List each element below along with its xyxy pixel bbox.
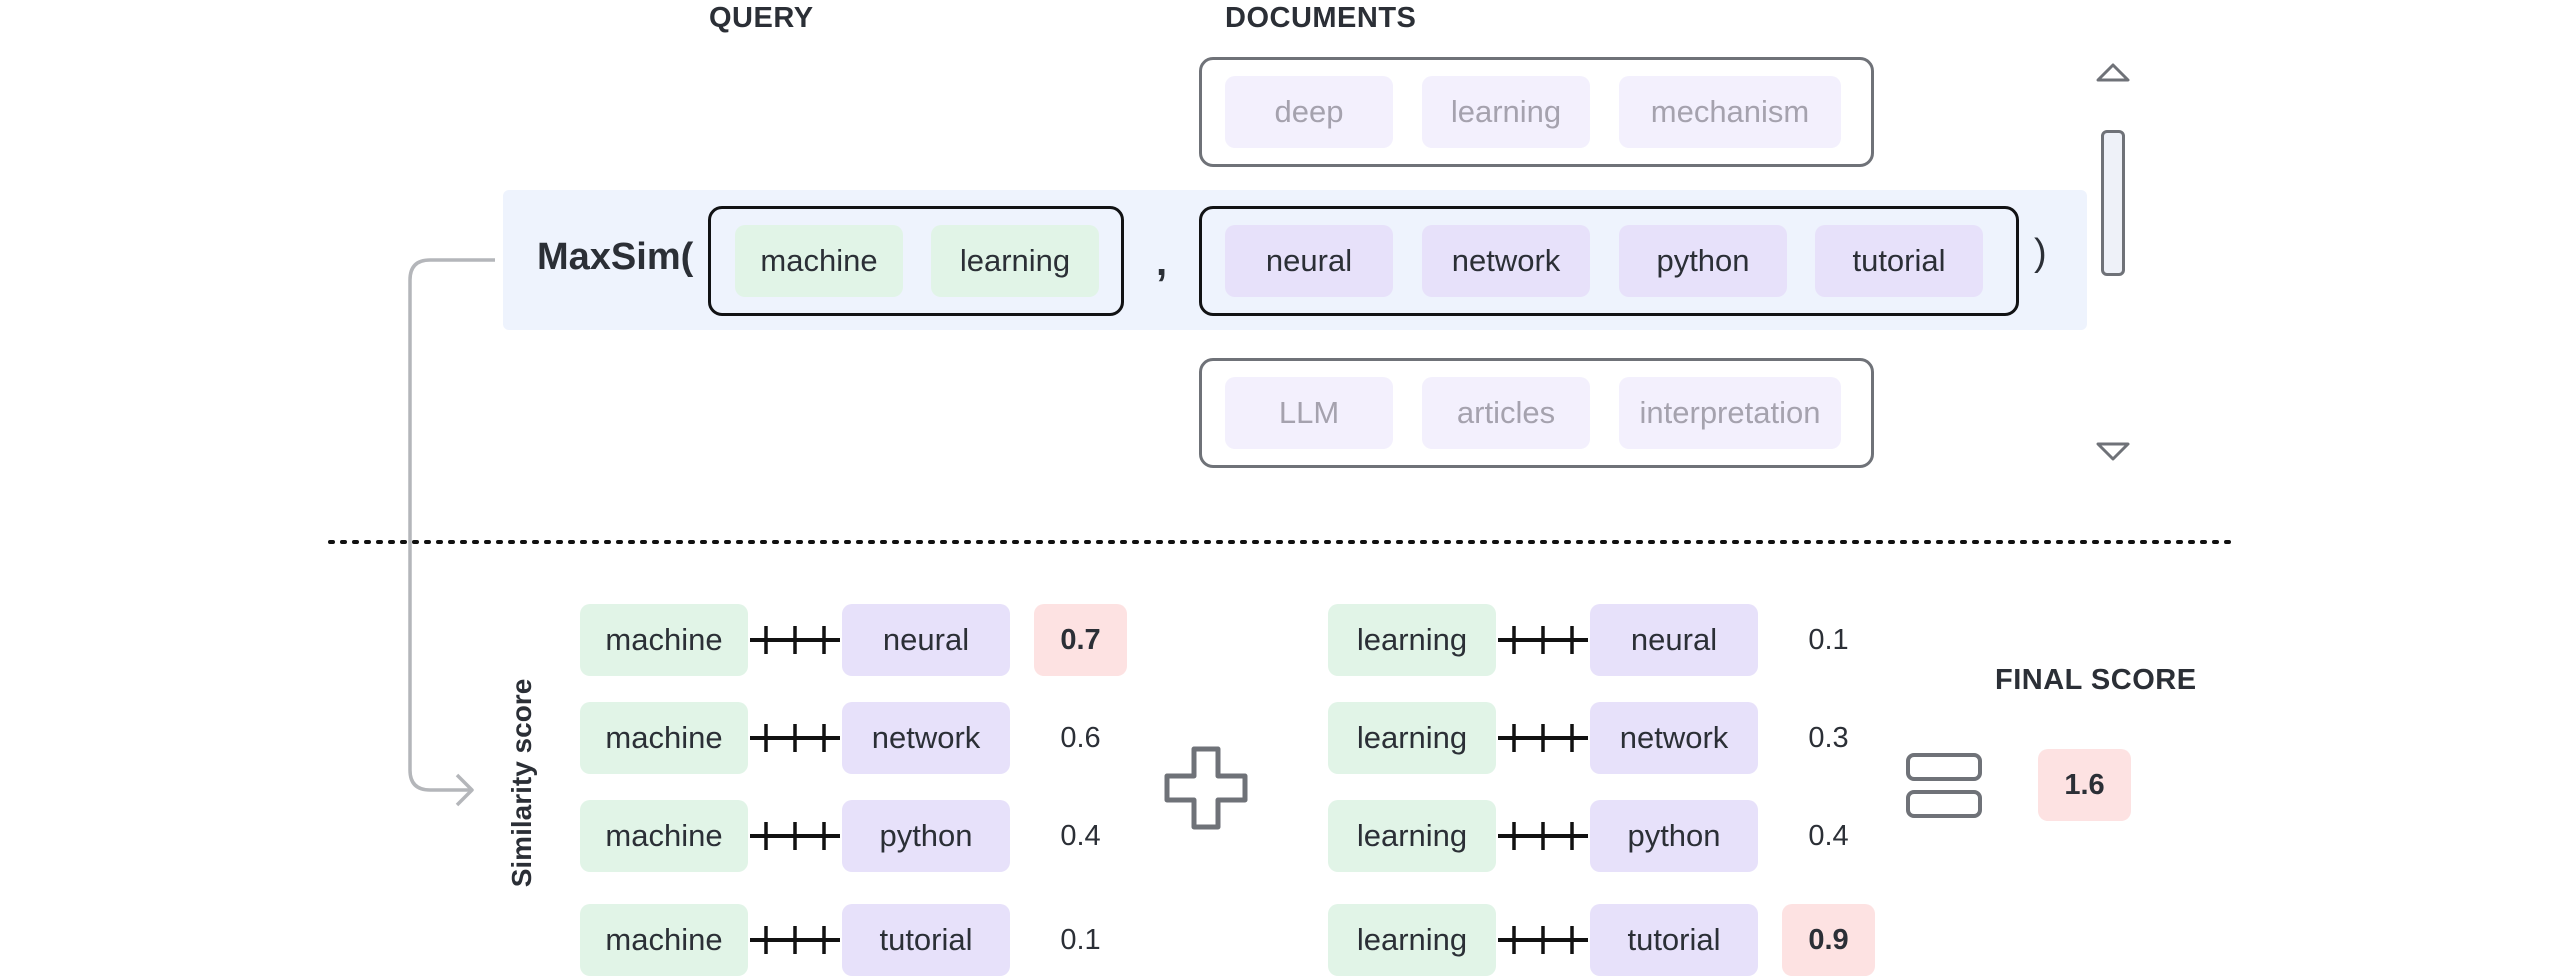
similarity-score-label: Similarity score bbox=[506, 678, 537, 888]
similarity-score: 0.4 bbox=[1060, 819, 1101, 852]
closing-paren: ) bbox=[2034, 232, 2047, 274]
final-score-header: FINAL SCORE bbox=[1995, 664, 2197, 696]
doc-token: python bbox=[1619, 225, 1787, 297]
pair-doc-token: network bbox=[1590, 702, 1758, 774]
similarity-connector-icon bbox=[1498, 724, 1588, 752]
triangle-up-icon[interactable] bbox=[2094, 60, 2132, 84]
similarity-connector-icon bbox=[1498, 626, 1588, 654]
document-above[interactable] bbox=[1199, 57, 1874, 167]
similarity-connector-icon bbox=[1498, 822, 1588, 850]
argument-comma: , bbox=[1156, 240, 1168, 284]
similarity-connector-icon bbox=[750, 926, 840, 954]
doc-below-token: LLM bbox=[1225, 377, 1393, 449]
query-box bbox=[708, 206, 1124, 316]
similarity-connector-icon bbox=[750, 724, 840, 752]
query-token: learning bbox=[931, 225, 1099, 297]
doc-below-token: interpretation bbox=[1619, 377, 1841, 449]
pair-query-token: learning bbox=[1328, 800, 1496, 872]
doc-below-token: articles bbox=[1422, 377, 1590, 449]
pair-doc-token: tutorial bbox=[1590, 904, 1758, 976]
doc-token: neural bbox=[1225, 225, 1393, 297]
scrollbar-thumb[interactable] bbox=[2101, 130, 2125, 276]
maxsim-function: MaxSim( bbox=[537, 236, 694, 278]
active-document-box bbox=[1199, 206, 2019, 316]
pair-query-token: machine bbox=[580, 702, 748, 774]
final-score-value: 1.6 bbox=[2038, 749, 2131, 821]
pair-doc-token: neural bbox=[842, 604, 1010, 676]
pair-doc-token: tutorial bbox=[842, 904, 1010, 976]
similarity-connector-icon bbox=[1498, 926, 1588, 954]
pair-query-token: machine bbox=[580, 604, 748, 676]
similarity-connector-icon bbox=[750, 626, 840, 654]
similarity-score: 0.3 bbox=[1808, 721, 1849, 754]
doc-token: network bbox=[1422, 225, 1590, 297]
pair-query-token: learning bbox=[1328, 904, 1496, 976]
pair-doc-token: neural bbox=[1590, 604, 1758, 676]
similarity-score: 0.1 bbox=[1808, 623, 1849, 656]
query-token: machine bbox=[735, 225, 903, 297]
doc-token: tutorial bbox=[1815, 225, 1983, 297]
pair-query-token: machine bbox=[580, 800, 748, 872]
similarity-score: 0.4 bbox=[1808, 819, 1849, 852]
pair-query-token: machine bbox=[580, 904, 748, 976]
doc-above-token: deep bbox=[1225, 76, 1393, 148]
query-header: QUERY bbox=[709, 2, 814, 34]
document-below[interactable] bbox=[1199, 358, 1874, 468]
pair-query-token: learning bbox=[1328, 604, 1496, 676]
max-similarity-score: 0.7 bbox=[1034, 604, 1127, 676]
documents-header: DOCUMENTS bbox=[1225, 2, 1417, 34]
similarity-connector-icon bbox=[750, 822, 840, 850]
doc-above-token: mechanism bbox=[1619, 76, 1841, 148]
triangle-down-icon[interactable] bbox=[2094, 440, 2132, 464]
similarity-score: 0.6 bbox=[1060, 721, 1101, 754]
pair-doc-token: python bbox=[1590, 800, 1758, 872]
plus-icon bbox=[1164, 746, 1248, 830]
pair-doc-token: python bbox=[842, 800, 1010, 872]
max-similarity-score: 0.9 bbox=[1782, 904, 1875, 976]
doc-above-token: learning bbox=[1422, 76, 1590, 148]
pair-query-token: learning bbox=[1328, 702, 1496, 774]
equals-icon bbox=[1906, 753, 1982, 818]
pair-doc-token: network bbox=[842, 702, 1010, 774]
similarity-score: 0.1 bbox=[1060, 923, 1101, 956]
